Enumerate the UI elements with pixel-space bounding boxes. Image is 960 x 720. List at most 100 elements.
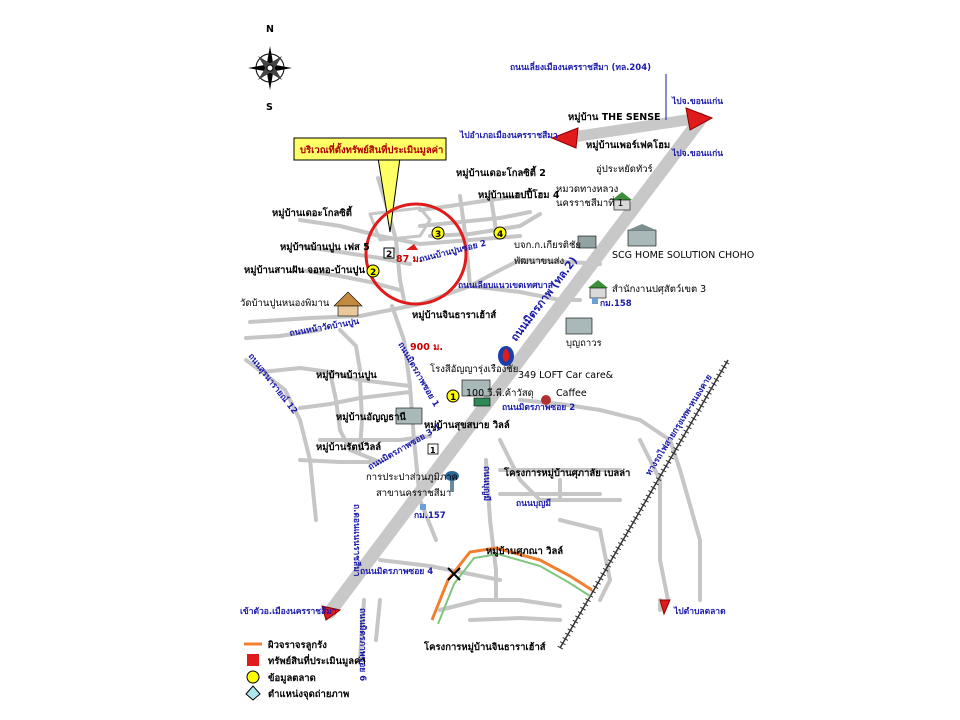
highway-office-icon (612, 192, 632, 211)
place-wat-banpoon: วัดบ้านปูนหนองพิมาน (240, 298, 330, 309)
marker-3-label: 3 (435, 230, 441, 240)
cafe-icon (541, 395, 551, 405)
place-bunthavorn: บุญถาวร (566, 338, 602, 349)
compass-south: S (266, 102, 273, 113)
place-highway-dept2: นครราชสีมาที่ 1 (556, 196, 624, 209)
shop-icon (473, 397, 491, 407)
place-rattawin: หมู่บ้านรัตน์วิลล์ (316, 441, 381, 454)
marker-4-label: 4 (497, 230, 503, 240)
photo-spot-icon: 1 (427, 443, 439, 455)
km-icon-158 (592, 298, 598, 304)
warehouse-icon-1 (577, 235, 597, 249)
place-caffee: Caffee (556, 388, 587, 399)
place-kiattichai1: บจก.ก.เกียรติชัย (514, 239, 581, 251)
ptt-station-icon (498, 346, 514, 366)
place-decolonist: หมู่บ้านเดอะโกลซิตี้ (272, 205, 353, 220)
legend: ผิวจราจรลูกรัง ทรัพย์สินที่ประเมินมูลค่า… (244, 640, 366, 701)
marker-4 (493, 226, 507, 240)
place-anyathani: หมู่บ้านอัญญธานี (336, 411, 406, 424)
legend-item3: ข้อมูลตลาด (268, 672, 316, 685)
road-mittraphap-soi2: ถนนมิตรภาพซอย 2 (502, 402, 575, 413)
to-khonkaen-2: ไปจ.ขอนแก่น (671, 148, 723, 159)
place-seven: 100 วี.พี.ค้าวัสดุ (466, 387, 534, 399)
legend-item1: ผิวจราจรลูกรัง (268, 640, 328, 652)
subject-callout (293, 137, 447, 233)
warehouse-icon-2 (627, 224, 657, 247)
road-suranarai: ถนนสุรนารายณ์ 12 (246, 351, 300, 416)
direction-labels: ไปจ.ขอนแก่น ไปจ.ขอนแก่น ไปอำเภอเมืองนครร… (240, 96, 726, 617)
road-left-lower: ถ.ดอนแนนราชสีมา (351, 504, 362, 577)
legend-market-swatch (246, 670, 260, 684)
place-livestock: สำนักงานปศุสัตว์เขต 3 (612, 283, 706, 295)
place-waterworks2: สาขานครราชสีมา (376, 487, 451, 499)
road-bypass204: ถนนเลี่ยงเมืองนครราชสีมา (ทล.204) (510, 60, 651, 73)
marker-2-label: 2 (370, 268, 376, 278)
road-mittraphap-soi4: ถนนมิตรภาพซอย 4 (360, 566, 433, 577)
arrow-talat (659, 599, 671, 616)
temple-icon (333, 291, 363, 317)
railway (557, 358, 731, 650)
water-tower-icon (445, 471, 459, 492)
place-km157: กม.157 (414, 511, 446, 521)
marker-2 (366, 264, 380, 278)
road-liap: ถนนเลียบแนวเขตเทศบาล (458, 280, 553, 291)
road-bunmee: ถนนบุญมี (516, 498, 551, 509)
place-the-sense: หมู่บ้าน THE SENSE (568, 111, 661, 124)
place-auto-tour: อู่ประหยัดทัวร์ (596, 163, 653, 175)
distance-900: 900 ม. (410, 342, 443, 353)
warehouse-icon-5 (395, 407, 423, 425)
photo-marker-2-label: 2 (386, 250, 392, 260)
arrow-mueang (550, 127, 579, 149)
place-banpoon-phase5: หมู่บ้านบ้านปูน เฟส 5 (280, 241, 370, 254)
arrow-khonkaen (685, 107, 714, 131)
distance-87: 87 ม. (396, 254, 422, 265)
marker-1-label: 1 (450, 393, 456, 403)
place-labels: หมู่บ้าน THE SENSE หมู่บ้านเพอร์เฟคโฮม อ… (240, 111, 754, 654)
callout-label: บริเวณที่ตั้งทรัพย์สินที่ประเมินมูลค่า (300, 142, 443, 157)
place-sansan: หมู่บ้านสานฝัน จอหอ-บ้านปูน (244, 264, 365, 277)
place-loft: 349 LOFT Car care& (518, 370, 614, 381)
place-banpoon: หมู่บ้านบ้านปูน (316, 369, 377, 382)
road-mittraphap-soi6: ถนนมิตรภาพซอย 6 (357, 608, 368, 681)
subject-property-marker (406, 244, 418, 250)
place-decolonist2: หมู่บ้านเดอะโกลซิตี้ 2 (456, 165, 546, 180)
place-rice-mill: โรงสีอัญญารุ่งเรืองชัย (430, 363, 518, 375)
svg-text:1: 1 (430, 446, 436, 455)
subject-area-circle (364, 202, 468, 306)
place-kiattichai2: พัฒนาขนส่ง (514, 256, 564, 267)
arrow-city (321, 605, 342, 621)
photo-marker-2 (383, 247, 395, 259)
place-waterworks1: การประปาส่วนภูมิภาค (366, 472, 458, 483)
legend-photo-swatch (245, 685, 261, 701)
place-supalai: โครงการหมู่บ้านศุภาลัย เบลล่า (503, 467, 630, 480)
warehouse-icon-3 (565, 317, 593, 335)
place-supanna: หมู่บ้านศุภณา วิลล์ (486, 545, 563, 558)
legend-item4: ตำแหน่งจุดถ่ายภาพ (268, 689, 349, 700)
place-sukhasabai: หมู่บ้านสุขสบาย วิลล์ (424, 419, 510, 432)
compass-north: N (266, 24, 274, 35)
km-icon-157 (420, 504, 426, 510)
gravel-road (430, 546, 593, 625)
to-city: เข้าตัวอ.เมืองนครราชสีมา (240, 606, 337, 617)
to-khonkaen-1: ไปจ.ขอนแก่น (671, 96, 723, 107)
place-perfect-home: หมู่บ้านเพอร์เฟคโฮม (586, 139, 670, 152)
place-jintara: หมู่บ้านจินธาราเฮ้าส์ (412, 309, 496, 322)
building-icons: 1 (333, 192, 657, 581)
market-markers: 1 2 3 4 2 (366, 226, 507, 403)
railway-crossing-icon (447, 567, 461, 581)
to-mueang: ไปอำเภอเมืองนครราชสีมา (459, 130, 558, 141)
marker-1 (446, 389, 460, 403)
marker-3 (431, 226, 445, 240)
direction-arrows (321, 107, 714, 621)
road-bunmee2: ถนนบุญมี (481, 466, 492, 501)
place-happy-home4: หมู่บ้านแฮปปี้โฮม 4 (478, 187, 560, 202)
compass (248, 46, 292, 90)
legend-property-swatch (247, 654, 259, 666)
mittraphap-highway (323, 113, 707, 619)
livestock-office-icon (588, 280, 608, 299)
bypass-road (560, 112, 706, 144)
to-talat: ไปตำบลตลาด (673, 606, 726, 617)
legend-item2: ทรัพย์สินที่ประเมินมูลค่า (268, 653, 366, 668)
place-jintara-project: โครงการหมู่บ้านจินธาราเฮ้าส์ (423, 641, 546, 654)
